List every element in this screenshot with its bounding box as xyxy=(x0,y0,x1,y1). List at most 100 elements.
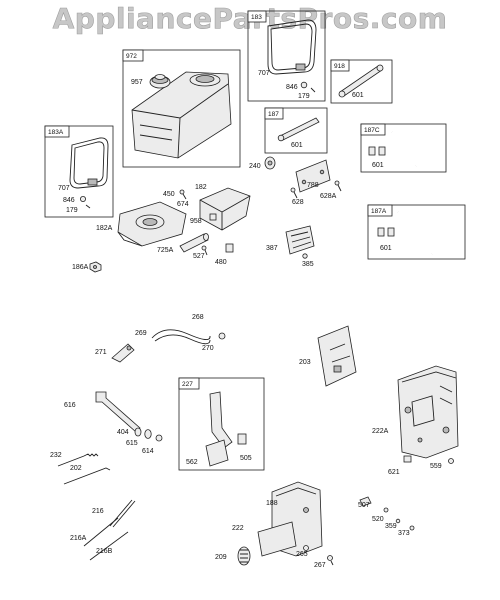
hose-clamp-a xyxy=(300,81,316,93)
callout-182A: 182A xyxy=(96,225,113,232)
fuel-cap xyxy=(149,74,171,89)
callout-265: 265 xyxy=(296,551,308,558)
callout-216A: 216A xyxy=(70,535,87,542)
link-216A xyxy=(83,517,119,547)
fuel-line-187 xyxy=(277,117,320,142)
callout-240: 240 xyxy=(249,163,261,170)
box-187C-label: 187C xyxy=(364,127,380,134)
clip-507 xyxy=(359,496,372,507)
callout-202: 202 xyxy=(70,465,82,472)
box-972-label: 972 xyxy=(126,53,137,60)
callout-707a: 707 xyxy=(258,70,270,77)
callout-188: 188 xyxy=(266,500,278,507)
clip-621 xyxy=(403,455,412,463)
screw-450 xyxy=(179,189,187,200)
screw-628 xyxy=(290,187,298,199)
bushing-480 xyxy=(225,243,234,253)
fuel-line-loop-b xyxy=(69,137,109,189)
callout-614: 614 xyxy=(142,448,154,455)
spacer-958 xyxy=(209,213,217,221)
callout-271: 271 xyxy=(95,349,107,356)
callout-707b: 707 xyxy=(58,185,70,192)
callout-601d: 601 xyxy=(380,245,392,252)
callout-616: 616 xyxy=(64,402,76,409)
filter-387 xyxy=(285,225,315,255)
callout-628: 628 xyxy=(292,199,304,206)
callout-186A: 186A xyxy=(72,264,89,271)
box-227-frame xyxy=(178,377,265,471)
callout-203: 203 xyxy=(299,359,311,366)
callout-385: 385 xyxy=(302,261,314,268)
link-202 xyxy=(63,467,111,485)
box-187A-label: 187A xyxy=(371,208,387,215)
callout-182: 182 xyxy=(195,184,207,191)
hose-clamp-b xyxy=(80,195,91,209)
box-187A: 187A 601 xyxy=(367,204,466,260)
box-187C-tag xyxy=(360,123,386,136)
box-227-tag xyxy=(178,377,200,390)
box-183A-tag xyxy=(44,125,70,138)
knob-209 xyxy=(237,546,251,566)
fuel-tank xyxy=(131,71,232,159)
callout-209: 209 xyxy=(215,554,227,561)
screw-265 xyxy=(303,545,309,551)
box-972-frame xyxy=(122,49,241,168)
box-183-frame xyxy=(247,10,326,102)
callout-359: 359 xyxy=(385,523,397,530)
nut-186A xyxy=(89,261,102,273)
nut-614 xyxy=(155,434,163,442)
callout-222A: 222A xyxy=(372,428,389,435)
cable-268 xyxy=(151,329,211,345)
fuel-line-loop-a xyxy=(267,19,317,75)
callout-621: 621 xyxy=(388,469,400,476)
box-187A-tag xyxy=(367,204,393,217)
box-187C: 187C 601 xyxy=(360,123,447,173)
screw-267 xyxy=(327,555,334,566)
washers-404 xyxy=(134,427,152,439)
box-187-label: 187 xyxy=(268,111,279,118)
callout-957: 957 xyxy=(131,79,143,86)
callout-373: 373 xyxy=(398,530,410,537)
box-187A-frame xyxy=(367,204,466,260)
screw-628A xyxy=(334,180,342,192)
spring-232 xyxy=(57,453,99,467)
callout-480: 480 xyxy=(215,259,227,266)
box-183A-label: 183A xyxy=(48,129,64,136)
box-187: 187 601 xyxy=(264,107,328,154)
callout-562: 562 xyxy=(186,459,198,466)
washer-359 xyxy=(395,518,401,524)
box-183A-frame xyxy=(44,125,114,218)
callout-520: 520 xyxy=(372,516,384,523)
clamps-187C xyxy=(368,146,386,156)
box-227: 227 562 505 xyxy=(178,377,265,471)
callout-404: 404 xyxy=(117,429,129,436)
throttle-bracket-222 xyxy=(257,481,323,557)
callout-601a: 601 xyxy=(352,92,364,99)
box-918: 918 601 xyxy=(330,59,393,104)
callout-267: 267 xyxy=(314,562,326,569)
box-187-tag xyxy=(264,107,284,120)
clamps-187A xyxy=(377,227,395,237)
elbow-hose-187A xyxy=(397,210,449,256)
screw-527 xyxy=(201,245,208,256)
callout-222: 222 xyxy=(232,525,244,532)
box-972: 972 957 xyxy=(122,49,241,168)
callout-450: 450 xyxy=(163,191,175,198)
box-972-tag xyxy=(122,49,144,62)
bracket-788 xyxy=(295,159,331,193)
box-918-label: 918 xyxy=(334,63,345,70)
callout-216: 216 xyxy=(92,508,104,515)
callout-601b: 601 xyxy=(291,142,303,149)
box-227-label: 227 xyxy=(182,381,193,388)
fuel-tank-bracket-182 xyxy=(199,187,251,231)
callout-270: 270 xyxy=(202,345,214,352)
fuel-line-918 xyxy=(338,64,384,98)
callout-725A: 725A xyxy=(157,247,174,254)
link-216 xyxy=(109,499,136,528)
callout-505: 505 xyxy=(240,455,252,462)
spring-505 xyxy=(237,433,247,445)
screw-520 xyxy=(383,507,389,513)
box-183A: 183A 707 846 179 xyxy=(44,125,114,218)
callout-559: 559 xyxy=(430,463,442,470)
